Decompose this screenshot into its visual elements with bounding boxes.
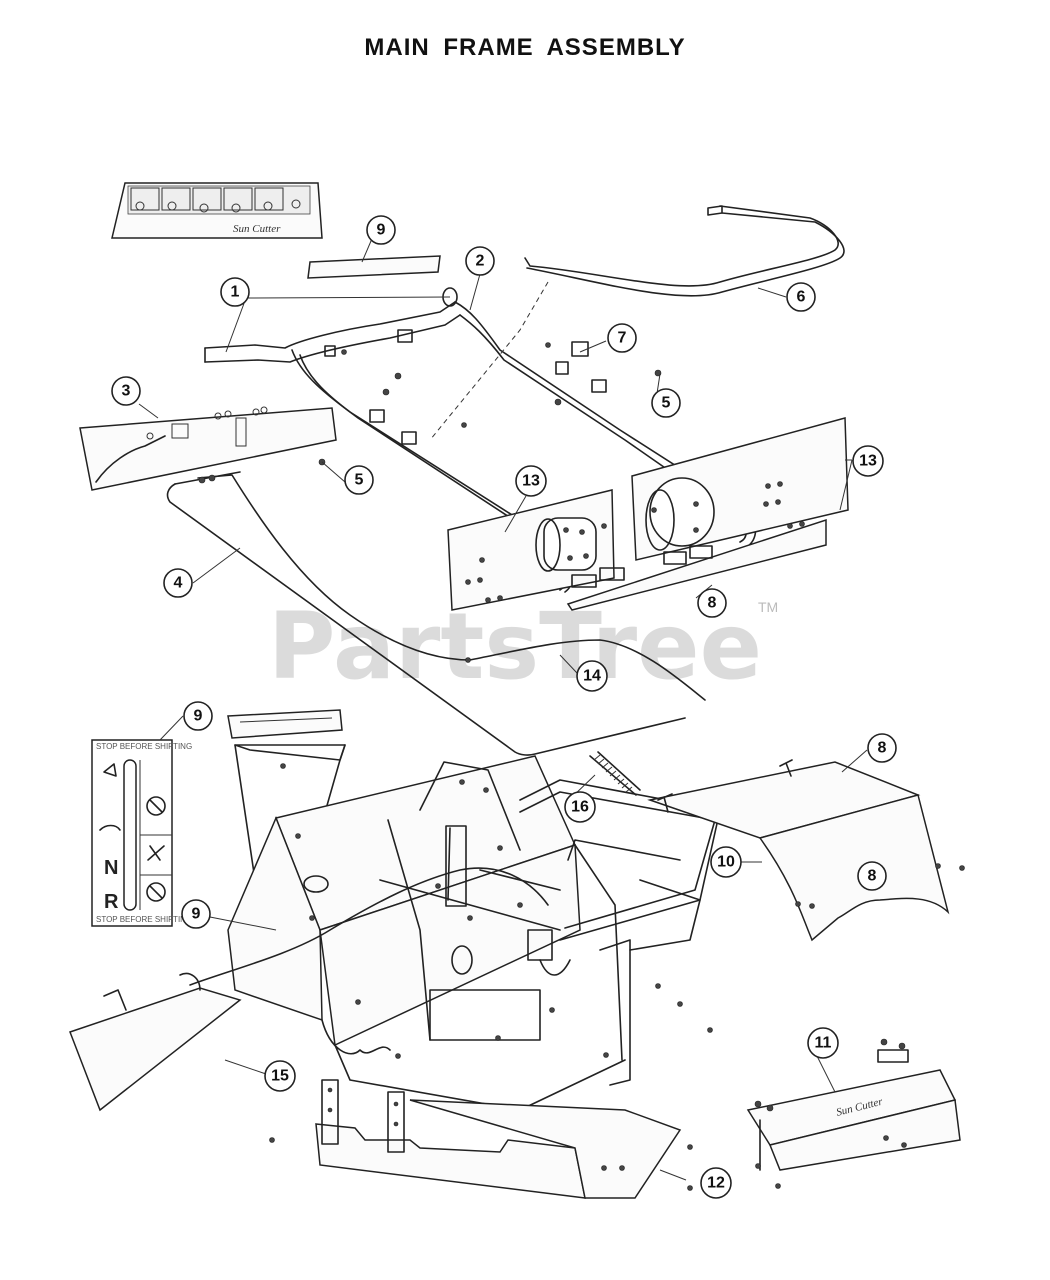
decal-caption-top: STOP BEFORE SHIFTING — [96, 742, 192, 751]
callout-4: 4 — [163, 568, 193, 598]
callout-12: 12 — [700, 1167, 732, 1199]
svg-text:13: 13 — [522, 473, 540, 490]
lower-bracket-12 — [269, 1079, 693, 1199]
svg-text:8: 8 — [868, 868, 877, 885]
large-panel-4 — [166, 471, 686, 756]
watermark-tm: TM — [758, 599, 778, 615]
cover-10 — [647, 759, 965, 942]
shift-decal: STOP BEFORE SHIFTING N R STOP BEFORE SHI… — [91, 739, 192, 927]
small-decal-9 — [307, 255, 441, 279]
tube-clamps — [324, 329, 607, 445]
callout-8a: 8 — [697, 588, 727, 618]
callout-7: 7 — [607, 323, 637, 353]
svg-text:16: 16 — [571, 799, 589, 816]
decal-logo-text: Sun Cutter — [233, 223, 281, 235]
callout-1: 1 — [220, 277, 250, 307]
svg-text:8: 8 — [708, 595, 717, 612]
page-title: MAIN FRAME ASSEMBLY — [364, 34, 686, 61]
center-panel-13 — [447, 489, 625, 611]
callout-8c: 8 — [857, 861, 887, 891]
watermark-text: PartsTree — [268, 593, 762, 700]
chassis-hardware — [280, 763, 713, 1059]
main-chassis — [227, 744, 721, 1111]
decal-letter-r: R — [104, 891, 119, 913]
chassis-cable — [189, 867, 549, 986]
callout-9b: 9 — [183, 701, 213, 731]
svg-text:1: 1 — [231, 284, 240, 301]
callout-10: 10 — [710, 846, 742, 878]
svg-text:5: 5 — [662, 395, 671, 412]
callout-5b: 5 — [344, 465, 374, 495]
callout-8b: 8 — [867, 733, 897, 763]
callout-13a: 13 — [515, 465, 547, 497]
left-panel-3 — [79, 406, 337, 491]
svg-text:15: 15 — [271, 1068, 289, 1085]
svg-text:9: 9 — [194, 708, 203, 725]
svg-text:3: 3 — [122, 383, 131, 400]
decal-letter-n: N — [104, 857, 118, 879]
callout-2: 2 — [465, 246, 495, 276]
svg-text:4: 4 — [174, 575, 183, 592]
svg-text:7: 7 — [618, 330, 627, 347]
svg-text:2: 2 — [476, 253, 485, 270]
callout-13b: 13 — [852, 445, 884, 477]
svg-text:12: 12 — [707, 1175, 725, 1192]
svg-text:5: 5 — [355, 472, 364, 489]
leader-lines — [138, 233, 868, 1181]
svg-text:10: 10 — [717, 854, 735, 871]
callout-16: 16 — [564, 791, 596, 823]
decal-caption-bottom: STOP BEFORE SHIFTING — [96, 915, 192, 924]
svg-text:13: 13 — [859, 453, 877, 470]
svg-text:9: 9 — [192, 906, 201, 923]
svg-text:14: 14 — [583, 668, 601, 685]
callout-9a: 9 — [366, 215, 396, 245]
svg-text:9: 9 — [377, 222, 386, 239]
callout-9c: 9 — [181, 899, 211, 929]
callout-11: 11 — [807, 1027, 839, 1059]
small-plate-9 — [227, 709, 343, 739]
callout-5a: 5 — [651, 388, 681, 418]
right-panel-13 — [566, 417, 849, 611]
callout-3: 3 — [111, 376, 141, 406]
foot-bar-15 — [69, 972, 242, 1112]
svg-text:8: 8 — [878, 740, 887, 757]
svg-text:6: 6 — [797, 289, 806, 306]
top-control-decal: Sun Cutter — [111, 182, 323, 239]
spring-16 — [589, 751, 641, 796]
callout-14: 14 — [576, 660, 608, 692]
svg-text:11: 11 — [815, 1035, 832, 1052]
tube-hardware — [318, 342, 662, 466]
handle-bar — [524, 205, 845, 297]
callout-6: 6 — [786, 282, 816, 312]
callout-15: 15 — [264, 1060, 296, 1092]
footrest-11: Sun Cutter — [746, 1038, 961, 1189]
